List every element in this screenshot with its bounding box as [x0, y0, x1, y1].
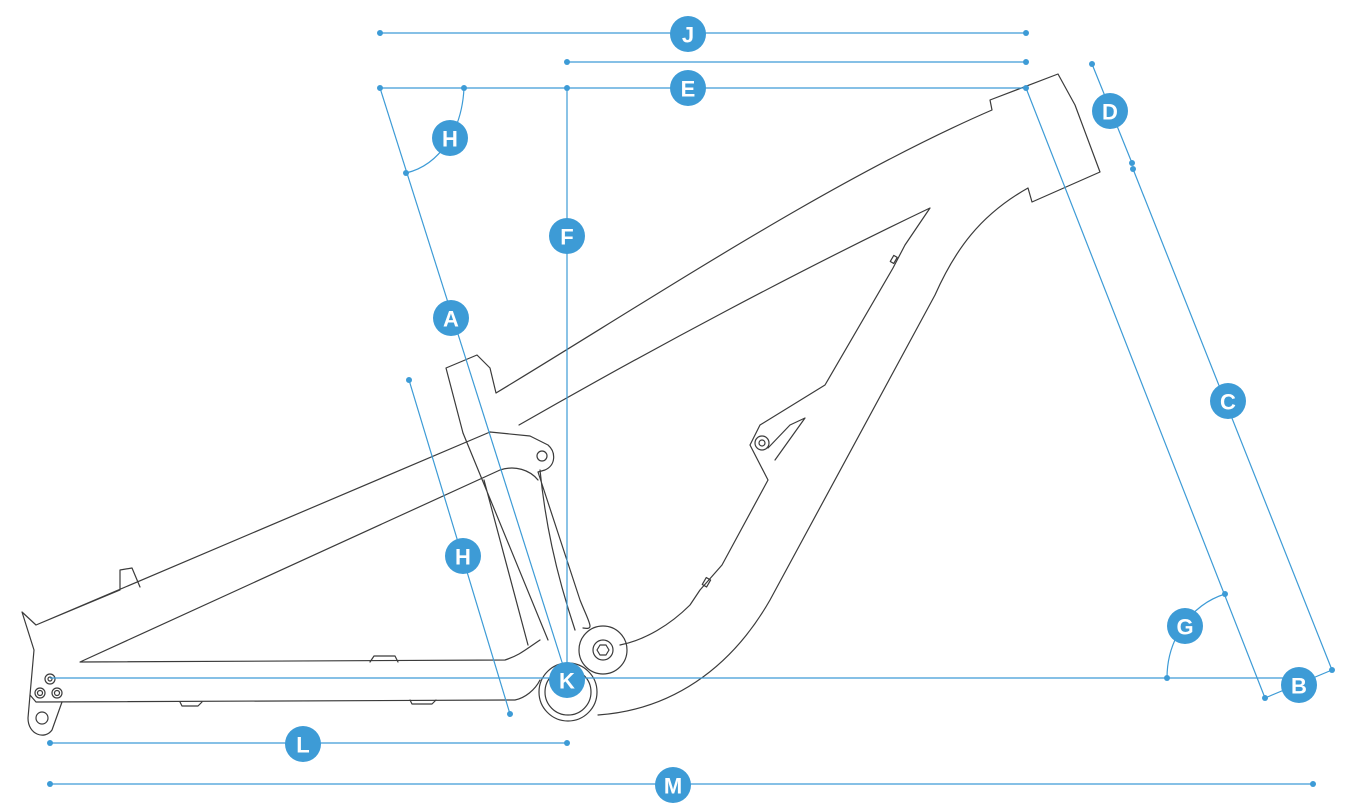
measure-line-a — [379, 87, 568, 679]
main-pivot — [578, 625, 628, 675]
badge-m: M — [655, 767, 691, 803]
badge-b: B — [1281, 667, 1317, 703]
badge-l-label: L — [296, 733, 309, 758]
shock-bolt — [754, 435, 770, 451]
badge-h-lower-label: H — [455, 545, 471, 570]
badge-g-label: G — [1176, 615, 1193, 640]
badge-m-label: M — [664, 774, 682, 799]
measure-line-c — [1132, 168, 1333, 671]
badge-e-label: E — [681, 77, 696, 102]
badge-j: J — [670, 16, 706, 52]
seat-tube — [462, 432, 549, 646]
badge-a-label: A — [443, 307, 459, 332]
dropout — [27, 694, 63, 736]
badge-h-top: H — [432, 120, 468, 156]
badge-l: L — [285, 726, 321, 762]
badge-k-label: K — [559, 669, 575, 694]
badge-f-label: F — [560, 225, 573, 250]
rear-triangle — [21, 431, 591, 703]
badge-k: K — [549, 662, 585, 698]
shock-eye — [536, 450, 548, 462]
badge-c: C — [1210, 383, 1246, 419]
badge-h-lower: H — [445, 538, 481, 574]
badge-b-label: B — [1291, 674, 1307, 699]
bike-frame — [21, 73, 1101, 736]
badge-f: F — [549, 218, 585, 254]
rear-axle — [44, 673, 56, 685]
badge-h-top-label: H — [442, 127, 458, 152]
frame-front-triangle-outer — [445, 73, 1101, 716]
badge-g: G — [1167, 608, 1203, 644]
shock-mount — [767, 417, 806, 461]
frame-front-triangle-inner — [518, 207, 931, 646]
badge-c-label: C — [1220, 390, 1236, 415]
badge-d-label: D — [1102, 100, 1118, 125]
badge-e: E — [670, 70, 706, 106]
badge-j-label: J — [682, 23, 694, 48]
measurement-lines — [47, 30, 1335, 787]
badge-d: D — [1092, 93, 1128, 129]
badge-a: A — [433, 300, 469, 336]
